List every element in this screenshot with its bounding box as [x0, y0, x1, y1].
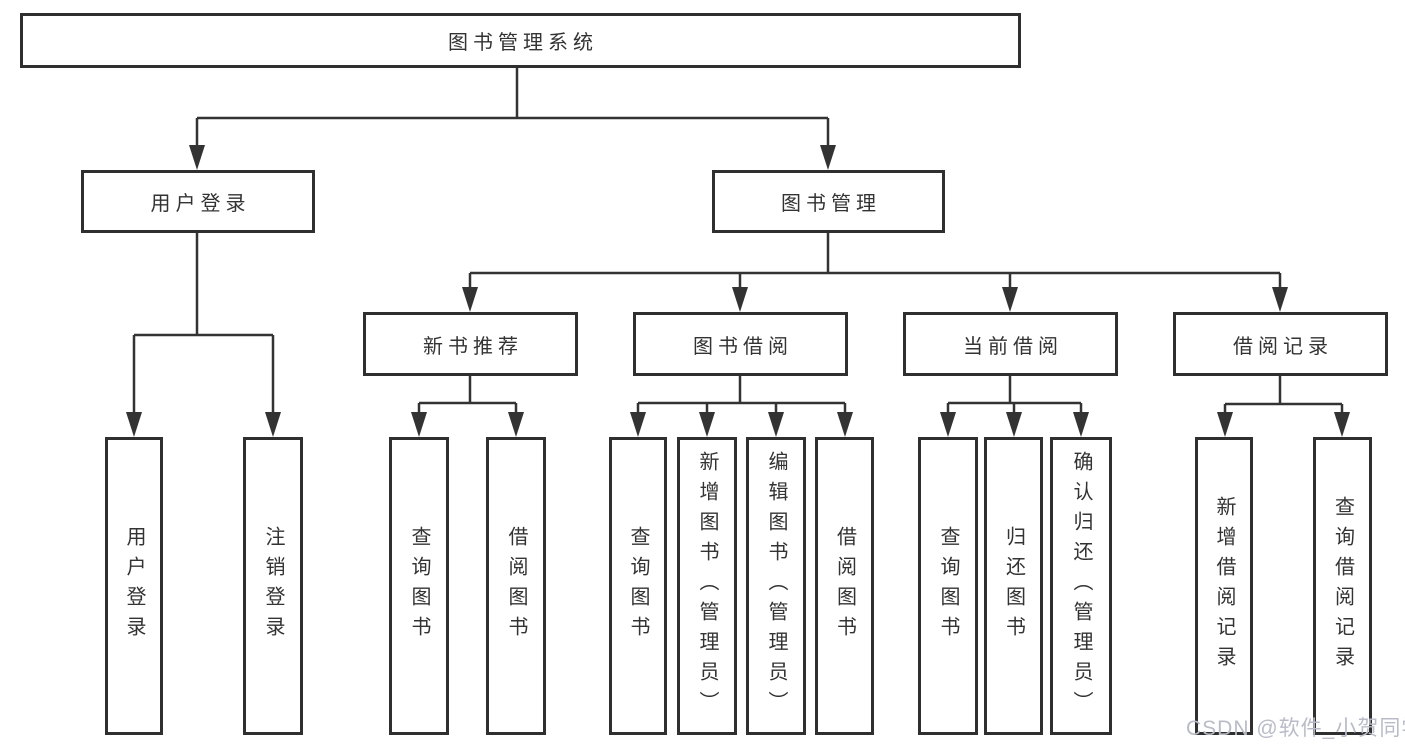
- leaf-add-books-admin-label: 新增图书（管理员）: [696, 451, 718, 721]
- node-user-login-label: 用户登录: [150, 193, 251, 215]
- arrowhead: [189, 145, 205, 170]
- leaf-add-books-admin: 新增图书（管理员）: [677, 437, 737, 735]
- leaf-logout-label: 注销登录: [262, 526, 284, 646]
- arrowhead: [508, 412, 524, 437]
- arrowhead: [768, 412, 784, 437]
- node-current-borrowing: 当前借阅: [903, 312, 1118, 376]
- arrowhead: [1217, 412, 1233, 437]
- leaf-add-borrow-record: 新增借阅记录: [1195, 437, 1253, 735]
- leaf-user-login: 用户登录: [105, 437, 163, 735]
- leaf-query-borrow-record-label: 查询借阅记录: [1331, 496, 1354, 676]
- node-book-borrowing: 图书借阅: [633, 312, 848, 376]
- node-new-book-recommend-label: 新书推荐: [423, 335, 523, 358]
- leaf-edit-books-admin: 编辑图书（管理员）: [746, 437, 806, 735]
- connector-root-to-level2: [195, 68, 830, 150]
- node-borrowing-records-label: 借阅记录: [1233, 335, 1333, 358]
- leaf-add-borrow-record-label: 新增借阅记录: [1213, 496, 1235, 676]
- connector-borrowing-to-leaves: [636, 376, 847, 416]
- arrowhead: [940, 412, 956, 437]
- arrowhead: [126, 412, 142, 437]
- leaf-confirm-return-admin: 确认归还（管理员）: [1050, 437, 1112, 735]
- leaf-return-books: 归还图书: [984, 437, 1043, 735]
- leaf-borrow-books-borrowing-label: 借阅图书: [833, 526, 856, 646]
- leaf-borrow-books-borrowing: 借阅图书: [815, 437, 874, 735]
- arrowhead: [732, 287, 748, 312]
- leaf-query-books-borrowing-label: 查询图书: [627, 526, 649, 646]
- leaf-query-books-current-label: 查询图书: [937, 526, 959, 646]
- node-borrowing-records: 借阅记录: [1173, 312, 1388, 376]
- arrowhead: [462, 287, 478, 312]
- leaf-user-login-label: 用户登录: [123, 526, 145, 646]
- leaf-query-borrow-record: 查询借阅记录: [1313, 437, 1372, 735]
- node-new-book-recommend: 新书推荐: [363, 312, 578, 376]
- leaf-query-books-recommend: 查询图书: [389, 437, 449, 735]
- leaf-confirm-return-admin-label: 确认归还（管理员）: [1070, 451, 1092, 721]
- node-book-borrowing-label: 图书借阅: [693, 335, 793, 358]
- arrowhead: [411, 412, 427, 437]
- arrowhead: [630, 412, 646, 437]
- leaf-logout: 注销登录: [243, 437, 303, 735]
- arrowhead: [1272, 287, 1288, 312]
- arrowhead: [1073, 412, 1089, 437]
- arrowhead: [1002, 287, 1018, 312]
- connector-current-to-leaves: [946, 376, 1083, 416]
- connector-bookmgmt-to-level3: [468, 233, 1282, 291]
- arrowhead: [820, 145, 836, 170]
- leaf-query-books-borrowing: 查询图书: [609, 437, 667, 735]
- node-root-label: 图书管理系统: [448, 32, 598, 54]
- connector-records-to-leaves: [1223, 376, 1344, 416]
- node-book-management-label: 图书管理: [781, 193, 881, 215]
- watermark: CSDN @软件_小贺同学: [1186, 717, 1405, 740]
- leaf-borrow-books-recommend-label: 借阅图书: [505, 526, 527, 646]
- leaf-query-books-recommend-label: 查询图书: [408, 526, 430, 646]
- leaf-return-books-label: 归还图书: [1002, 526, 1025, 646]
- node-root: 图书管理系统: [20, 13, 1021, 68]
- node-current-borrowing-label: 当前借阅: [963, 335, 1063, 358]
- leaf-edit-books-admin-label: 编辑图书（管理员）: [765, 451, 787, 721]
- leaf-query-books-current: 查询图书: [918, 437, 978, 735]
- arrowhead: [265, 412, 281, 437]
- node-user-login: 用户登录: [81, 170, 315, 233]
- node-book-management: 图书管理: [712, 170, 945, 233]
- arrowhead: [837, 412, 853, 437]
- arrowhead: [1006, 412, 1022, 437]
- connector-userlogin-to-leaves: [132, 233, 275, 416]
- connector-newbook-to-leaves: [417, 376, 518, 416]
- leaf-borrow-books-recommend: 借阅图书: [486, 437, 546, 735]
- arrowhead: [1334, 412, 1350, 437]
- arrowhead: [699, 412, 715, 437]
